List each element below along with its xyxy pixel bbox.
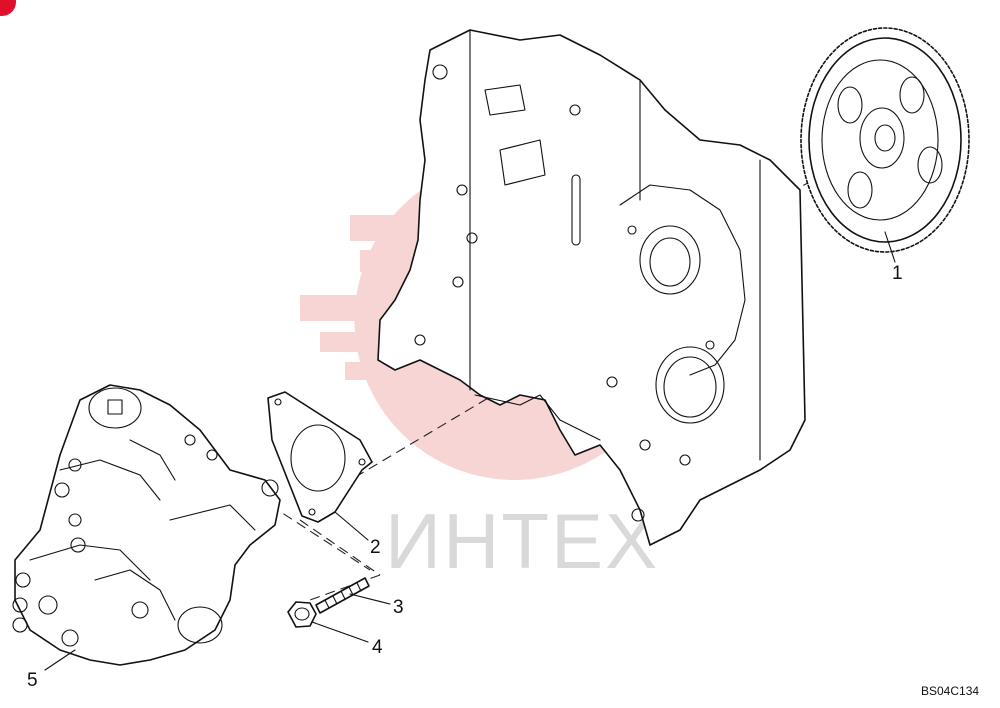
callout-3: 3 — [393, 597, 404, 618]
reference-code: BS04C134 — [921, 684, 979, 698]
gear-housing — [377, 29, 806, 546]
watermark-text: ИНТЕХ — [385, 497, 659, 585]
leader-lines — [44, 231, 896, 671]
injection-pump — [12, 384, 281, 666]
gasket — [267, 391, 373, 523]
callout-5: 5 — [27, 670, 38, 691]
corner-mark-icon — [0, 0, 16, 16]
stud — [315, 577, 370, 614]
nut — [287, 601, 317, 628]
callout-4: 4 — [372, 637, 383, 658]
callout-2: 2 — [370, 537, 381, 558]
callout-1: 1 — [892, 263, 903, 284]
drive-gear — [800, 27, 970, 253]
